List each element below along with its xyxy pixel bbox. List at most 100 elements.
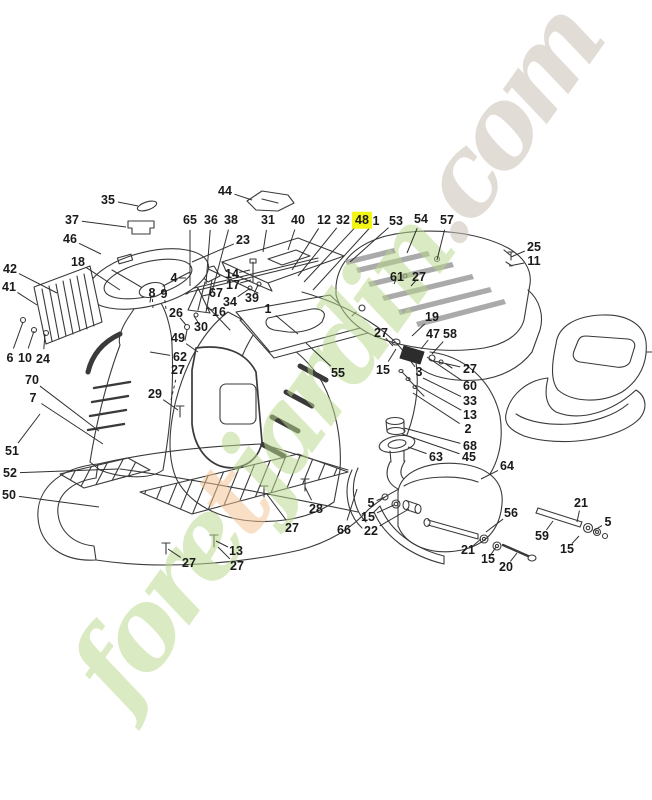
leader-line-64: [480, 470, 499, 480]
leader-line-57: [436, 229, 446, 261]
leader-line-5: [592, 525, 603, 532]
leader-line-32: [297, 227, 338, 277]
part-label-3: 3: [415, 364, 423, 379]
leader-line-35: [117, 201, 139, 207]
leader-line-51: [17, 413, 41, 444]
leader-line-18: [86, 267, 121, 291]
leader-line-27: [410, 280, 417, 287]
leader-line-27: [433, 360, 461, 368]
part-label-27: 27: [285, 520, 299, 535]
seat: [505, 314, 652, 443]
part-label-66: 66: [337, 522, 351, 537]
part-label-49: 49: [171, 330, 185, 345]
leader-line-27: [167, 548, 181, 558]
part-label-27: 27: [171, 362, 185, 377]
part-label-48: 48: [352, 211, 372, 229]
leader-line-25: [510, 250, 526, 258]
leader-line-14: [239, 269, 251, 273]
part-label-61: 61: [390, 269, 404, 284]
part-label-24: 24: [36, 351, 50, 366]
part-label-33: 33: [463, 393, 477, 408]
throttle-cable: [301, 291, 453, 443]
steering-wheel: [86, 248, 210, 310]
leader-line-33: [422, 377, 462, 398]
leader-line-38: [211, 229, 229, 293]
part-label-6: 6: [6, 350, 14, 365]
leader-line-68: [403, 427, 461, 444]
part-label-27: 27: [182, 555, 196, 570]
leader-line-26: [179, 317, 187, 326]
part-label-34: 34: [223, 294, 237, 309]
tank-hardware: [381, 493, 609, 562]
leader-line-48: [303, 226, 356, 283]
leader-line-8: [151, 298, 154, 309]
part-label-1: 1: [372, 213, 380, 228]
part-label-40: 40: [291, 212, 305, 227]
part-label-27: 27: [463, 361, 477, 376]
leader-line-46: [78, 242, 102, 255]
part-label-10: 10: [18, 350, 32, 365]
part-label-8: 8: [148, 285, 156, 300]
rear-arch: [429, 351, 502, 483]
part-label-25: 25: [527, 239, 541, 254]
leader-line-59: [545, 520, 554, 531]
leader-line-5: [376, 496, 386, 502]
part-label-42: 42: [3, 261, 17, 276]
leader-line-63: [407, 446, 427, 455]
leader-line-22: [379, 508, 410, 527]
leader-line-24: [43, 333, 46, 350]
leader-line-1: [275, 315, 299, 335]
leader-line-61: [393, 279, 397, 285]
part-label-31: 31: [261, 212, 275, 227]
leader-line-53: [349, 227, 389, 263]
leader-line-60: [426, 356, 462, 381]
leader-line-2: [412, 392, 460, 424]
side-cover: [191, 346, 263, 469]
part-label-68: 68: [463, 438, 477, 453]
part-label-54: 54: [414, 211, 428, 226]
part-label-9: 9: [160, 286, 168, 301]
leader-line-50: [18, 495, 100, 508]
part-label-35: 35: [101, 192, 115, 207]
part-label-16: 16: [212, 304, 226, 319]
part-label-5: 5: [367, 495, 375, 510]
part-label-39: 39: [245, 290, 259, 305]
part-label-7: 7: [29, 390, 37, 405]
part-label-27: 27: [374, 325, 388, 340]
leader-line-45: [401, 433, 460, 455]
part-label-46: 46: [63, 231, 77, 246]
leader-line-27: [265, 492, 287, 521]
leader-line-15: [490, 546, 497, 555]
leader-line-70: [39, 385, 100, 432]
part-label-65: 65: [183, 212, 197, 227]
part-label-51: 51: [5, 443, 19, 458]
leader-line-39: [253, 284, 259, 294]
part-label-59: 59: [535, 528, 549, 543]
leader-line-54: [406, 228, 418, 254]
leader-line-30: [193, 315, 199, 323]
part-label-50: 50: [2, 487, 16, 502]
leader-line-19: [411, 323, 426, 337]
part-label-44: 44: [218, 183, 232, 198]
part-label-1: 1: [264, 301, 272, 316]
leader-line-15: [376, 504, 395, 514]
leader-line-29: [162, 399, 179, 411]
leader-line-58: [431, 341, 444, 355]
part-label-38: 38: [224, 212, 238, 227]
leader-line-36: [205, 229, 211, 285]
leader-line-15: [571, 535, 580, 545]
part-label-15: 15: [361, 509, 375, 524]
leader-line-66: [346, 488, 358, 521]
part-label-12: 12: [317, 212, 331, 227]
part-label-58: 58: [443, 326, 457, 341]
part-label-15: 15: [560, 541, 574, 556]
part-label-53: 53: [389, 213, 403, 228]
part-label-4: 4: [170, 270, 178, 285]
leader-line-16: [205, 307, 214, 311]
leader-line-17: [240, 279, 252, 284]
leader-line-1: [312, 228, 370, 291]
leader-line-52: [19, 468, 119, 474]
